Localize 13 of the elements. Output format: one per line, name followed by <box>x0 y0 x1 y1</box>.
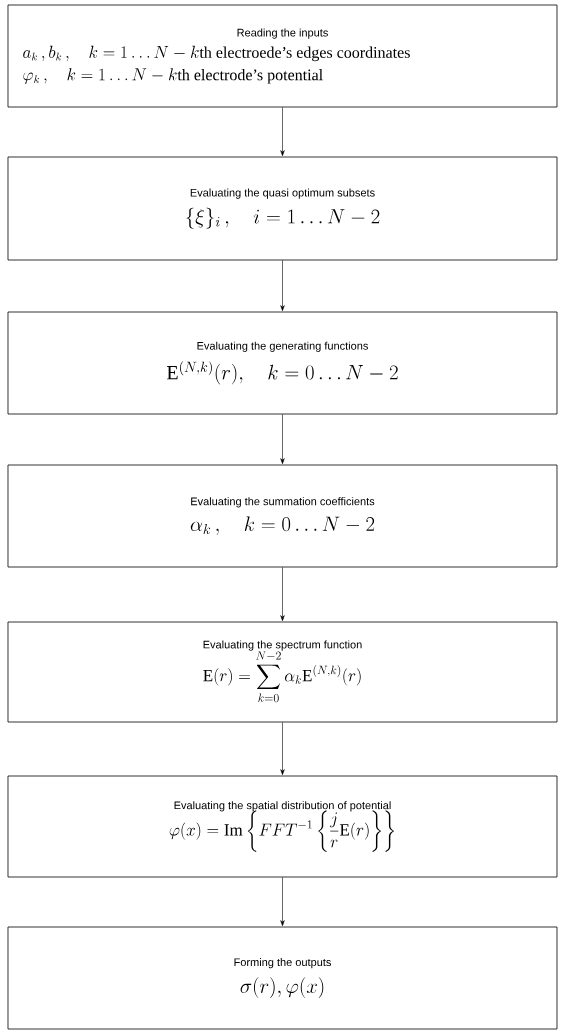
process-box: Evaluating the quasi optimum subsets $\{\xi\}_i\,,\quad i=1\ldots N-2$ <box>7 156 558 261</box>
arrow <box>280 414 285 464</box>
arrow <box>280 567 285 621</box>
arrow <box>280 877 285 926</box>
process-box: Evaluating the spectrum function $\mathrm{E}(r)=\sum_{k=0}^{N-2}\alpha_k\mathrm{E}^{(N,k)}(r)$ <box>7 621 558 723</box>
process-box: Reading the inputs $a_k\,,b_k\,,\quad k=1\ldots N-k\text{th electroede's edges coordinates}$ $\varphi_k\,,\quad k=1\ldots N-k\text{th electrode's potential}$ <box>7 4 558 108</box>
process-box: Evaluating the summation coefficients $\alpha_k\,,\quad k=0\ldots N-2$ <box>7 464 558 568</box>
arrow <box>280 107 285 156</box>
process-box: Forming the outputs $\sigma(r),\varphi(x)$ <box>7 926 558 1030</box>
process-box: Evaluating the spatial distribution of potential $\varphi(x)=\mathrm{Im}\left\{FFT^{-1}\left\{\frac{j}{r}\mathrm{E}(r)\right\}\right\}$ <box>7 775 558 878</box>
arrow <box>280 260 285 312</box>
process-box: Evaluating the generating functions $\mathrm{E}^{(N,k)}(r),\quad k=0\ldots N-2$ <box>7 311 558 415</box>
arrow <box>280 722 285 775</box>
